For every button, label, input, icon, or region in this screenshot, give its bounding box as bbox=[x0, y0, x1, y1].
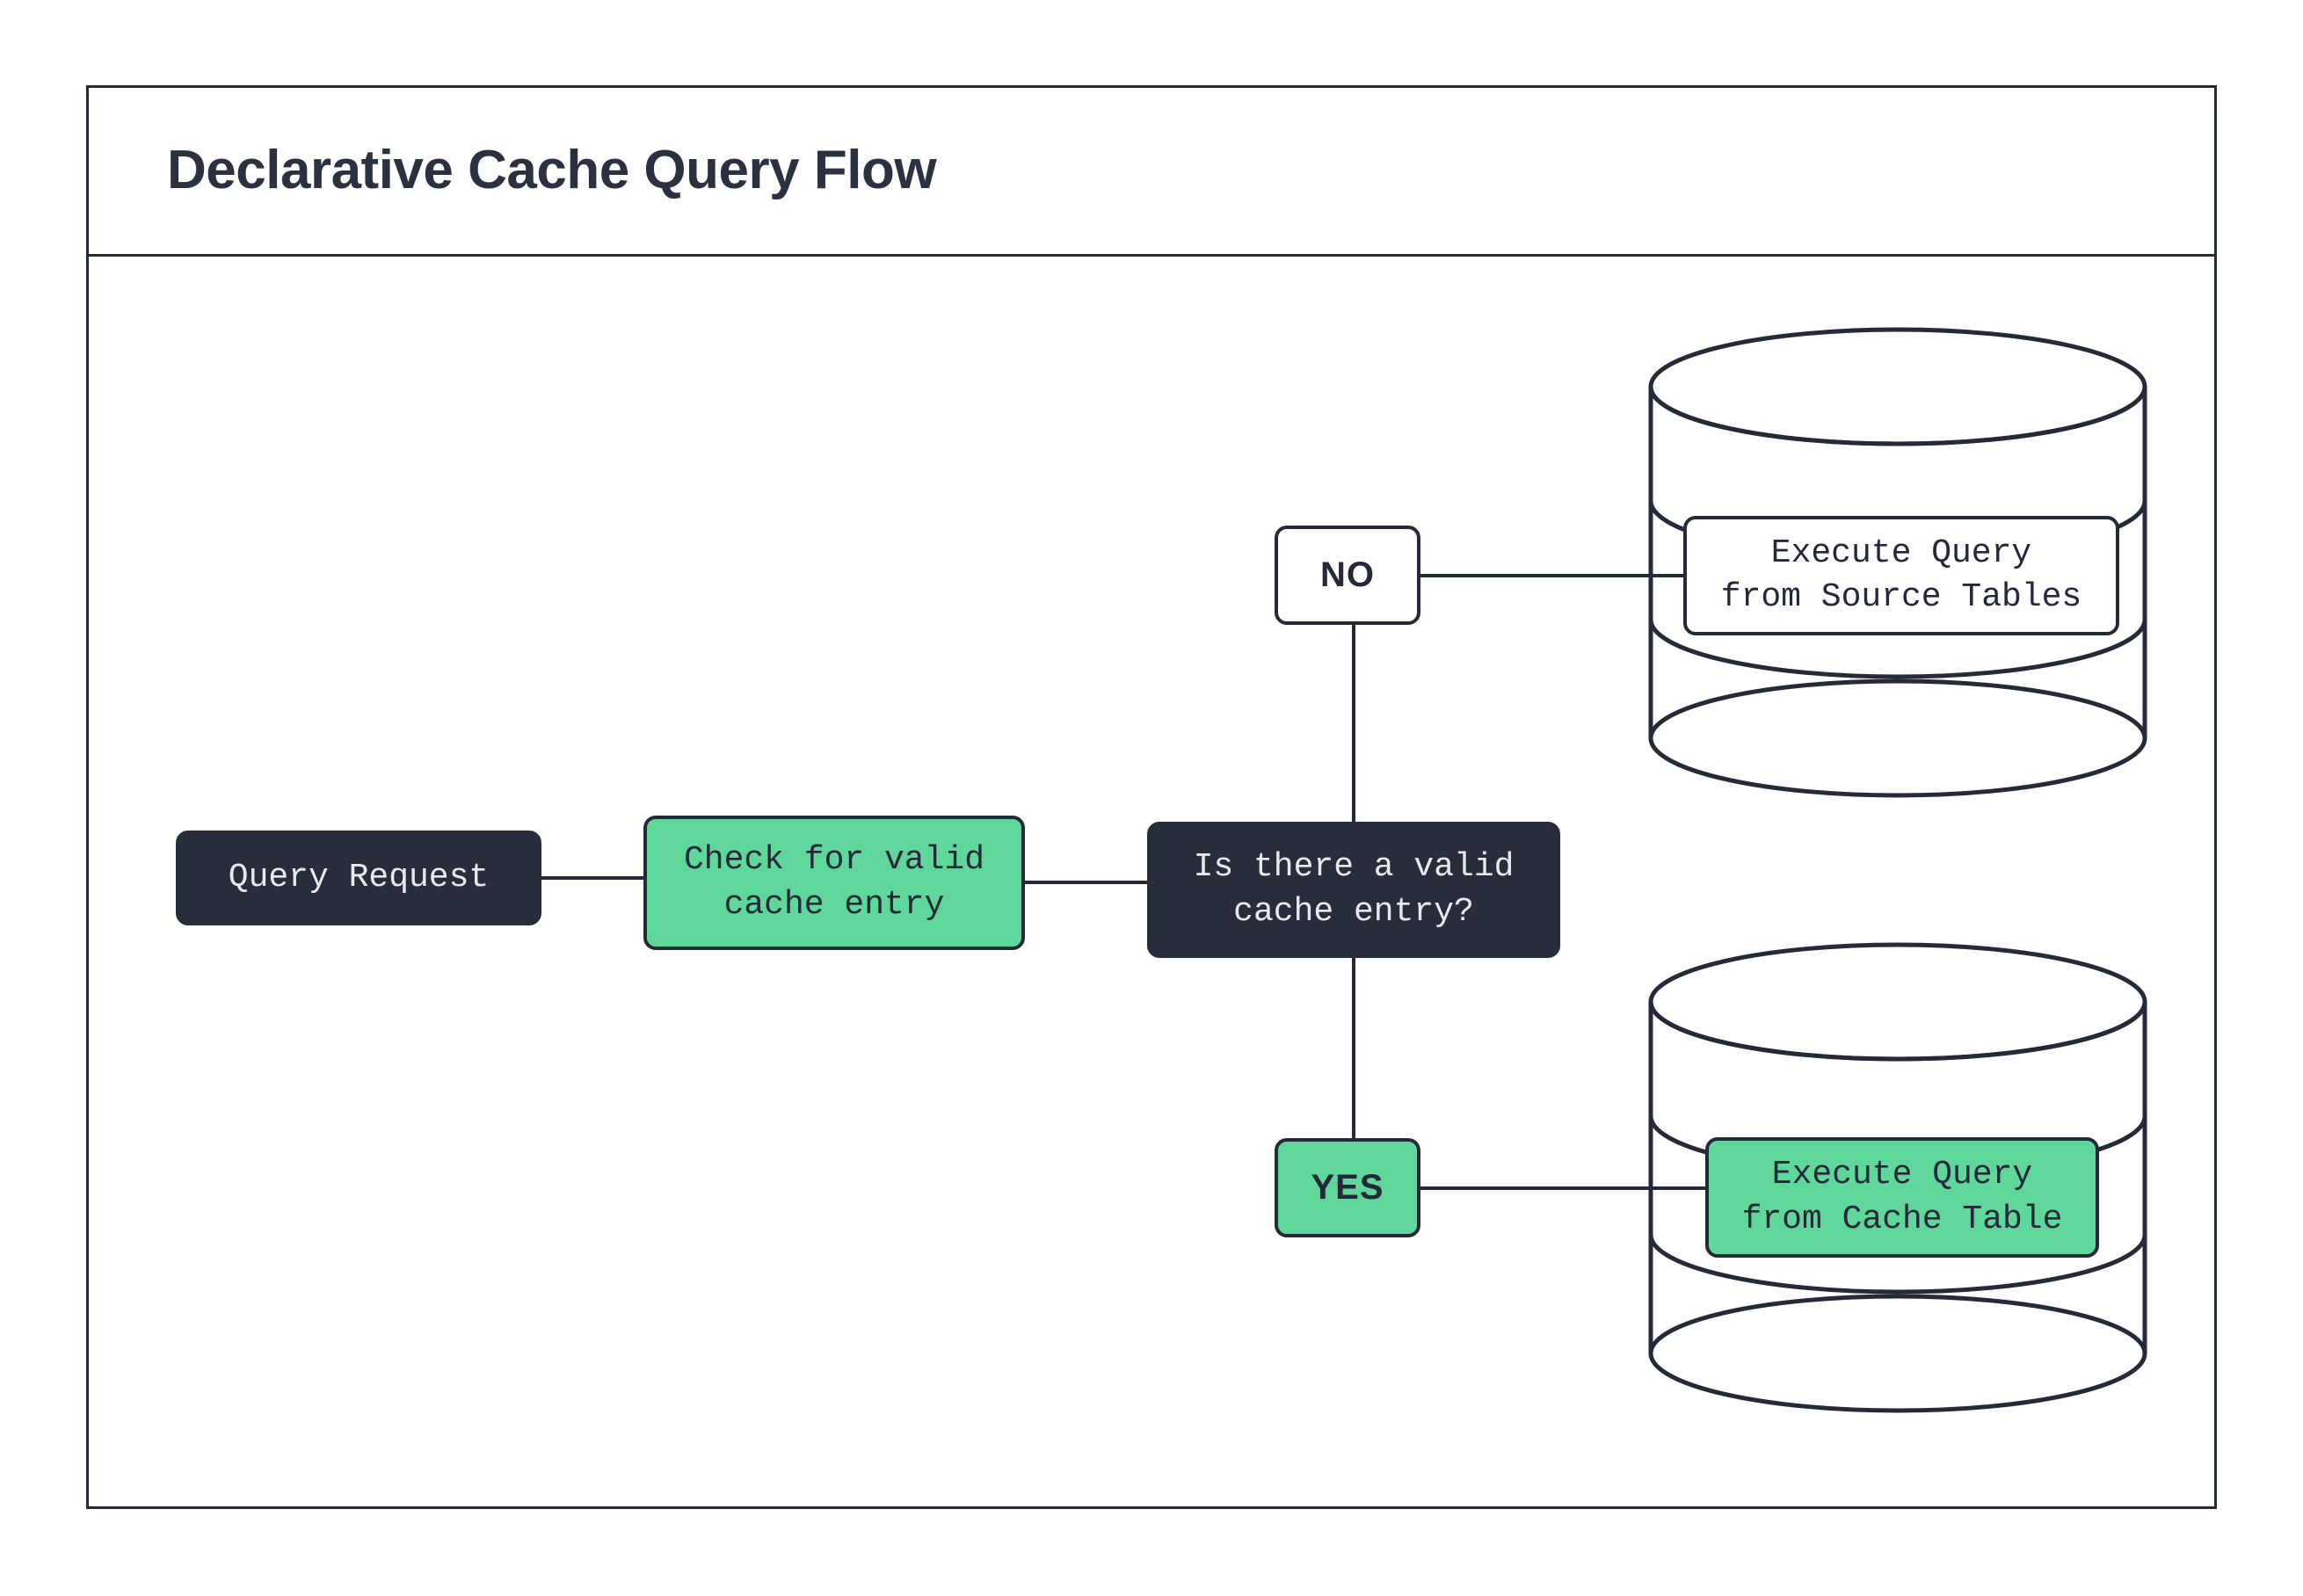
diagram-frame bbox=[86, 85, 2217, 1509]
title-bar: Declarative Cache Query Flow bbox=[86, 85, 2217, 257]
cache-database-cylinder bbox=[1648, 942, 2147, 1413]
node-execute-query-from-cache-table[interactable]: Execute Query from Cache Table bbox=[1705, 1137, 2099, 1258]
page-title: Declarative Cache Query Flow bbox=[167, 139, 937, 200]
node-query-request[interactable]: Query Request bbox=[176, 831, 541, 925]
branch-label-no[interactable]: NO bbox=[1275, 526, 1420, 625]
source-database-cylinder bbox=[1648, 327, 2147, 798]
node-execute-query-from-source-tables[interactable]: Execute Query from Source Tables bbox=[1683, 516, 2119, 635]
node-decision-valid-cache-entry[interactable]: Is there a valid cache entry? bbox=[1147, 822, 1560, 958]
branch-label-yes[interactable]: YES bbox=[1275, 1138, 1420, 1237]
node-check-for-valid-cache-entry[interactable]: Check for valid cache entry bbox=[643, 816, 1025, 950]
